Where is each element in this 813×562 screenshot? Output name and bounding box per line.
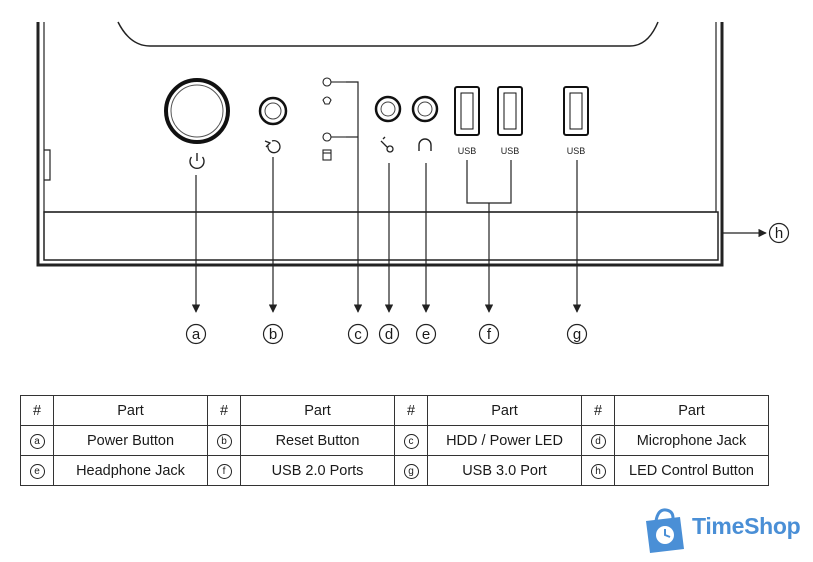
callout-g: g	[566, 323, 588, 345]
usb-3-port[interactable]	[563, 86, 589, 136]
headphone-jack[interactable]	[411, 95, 439, 123]
microphone-icon	[380, 136, 394, 153]
timeshop-logo: TimeShop	[640, 505, 810, 555]
table-header-row: # Part # Part # Part # Part	[20, 395, 769, 426]
callout-c: c	[347, 323, 369, 345]
power-led	[322, 77, 346, 105]
svg-text:c: c	[354, 326, 362, 343]
svg-text:b: b	[269, 326, 277, 343]
hdd-led	[322, 132, 346, 161]
svg-text:g: g	[573, 326, 581, 343]
power-button[interactable]	[164, 78, 230, 144]
headphone-icon	[418, 138, 432, 151]
usb-2-port-2[interactable]	[497, 86, 523, 136]
usb-2-port-1[interactable]	[454, 86, 480, 136]
svg-text:d: d	[385, 326, 393, 343]
header-part: Part	[614, 395, 769, 426]
table-row: a Power Button b Reset Button c HDD / Po…	[20, 425, 769, 456]
row-id: a	[20, 425, 54, 456]
header-part: Part	[240, 395, 395, 426]
row-part: HDD / Power LED	[427, 425, 582, 456]
usb-label-3: USB	[567, 146, 586, 156]
leader-lines	[191, 81, 767, 313]
front-panel-diagram: USB USB USB a b c d e	[36, 21, 790, 345]
callout-d: d	[378, 323, 400, 345]
header-part: Part	[53, 395, 208, 426]
shopping-bag-clock-icon	[646, 508, 684, 553]
row-part: Headphone Jack	[53, 455, 208, 486]
reset-button[interactable]	[258, 96, 288, 126]
table-row: e Headphone Jack f USB 2.0 Ports g USB 3…	[20, 455, 769, 486]
row-id: c	[394, 425, 428, 456]
svg-text:e: e	[422, 326, 430, 343]
callout-f: f	[478, 323, 500, 345]
usb-label-2: USB	[501, 146, 520, 156]
callout-b: b	[262, 323, 284, 345]
parts-table: # Part # Part # Part # Part a Power Butt…	[20, 395, 769, 486]
svg-text:a: a	[192, 326, 201, 343]
row-part: LED Control Button	[614, 455, 769, 486]
svg-text:h: h	[775, 225, 783, 242]
row-id: g	[394, 455, 428, 486]
reset-icon	[264, 140, 281, 154]
svg-text:f: f	[487, 326, 492, 343]
row-id: d	[581, 425, 615, 456]
power-icon	[189, 153, 205, 169]
row-part: USB 2.0 Ports	[240, 455, 395, 486]
callout-h: h	[768, 222, 790, 244]
row-id: b	[207, 425, 241, 456]
callout-e: e	[415, 323, 437, 345]
header-num: #	[20, 395, 54, 426]
row-id: e	[20, 455, 54, 486]
callout-a: a	[185, 323, 207, 345]
row-part: Power Button	[53, 425, 208, 456]
row-id: h	[581, 455, 615, 486]
row-part: Microphone Jack	[614, 425, 769, 456]
header-num: #	[207, 395, 241, 426]
chassis	[36, 21, 724, 267]
header-num: #	[581, 395, 615, 426]
header-part: Part	[427, 395, 582, 426]
row-part: USB 3.0 Port	[427, 455, 582, 486]
row-id: f	[207, 455, 241, 486]
header-num: #	[394, 395, 428, 426]
usb-label-1: USB	[458, 146, 477, 156]
logo-text: TimeShop	[692, 513, 801, 539]
microphone-jack[interactable]	[374, 95, 402, 123]
row-part: Reset Button	[240, 425, 395, 456]
